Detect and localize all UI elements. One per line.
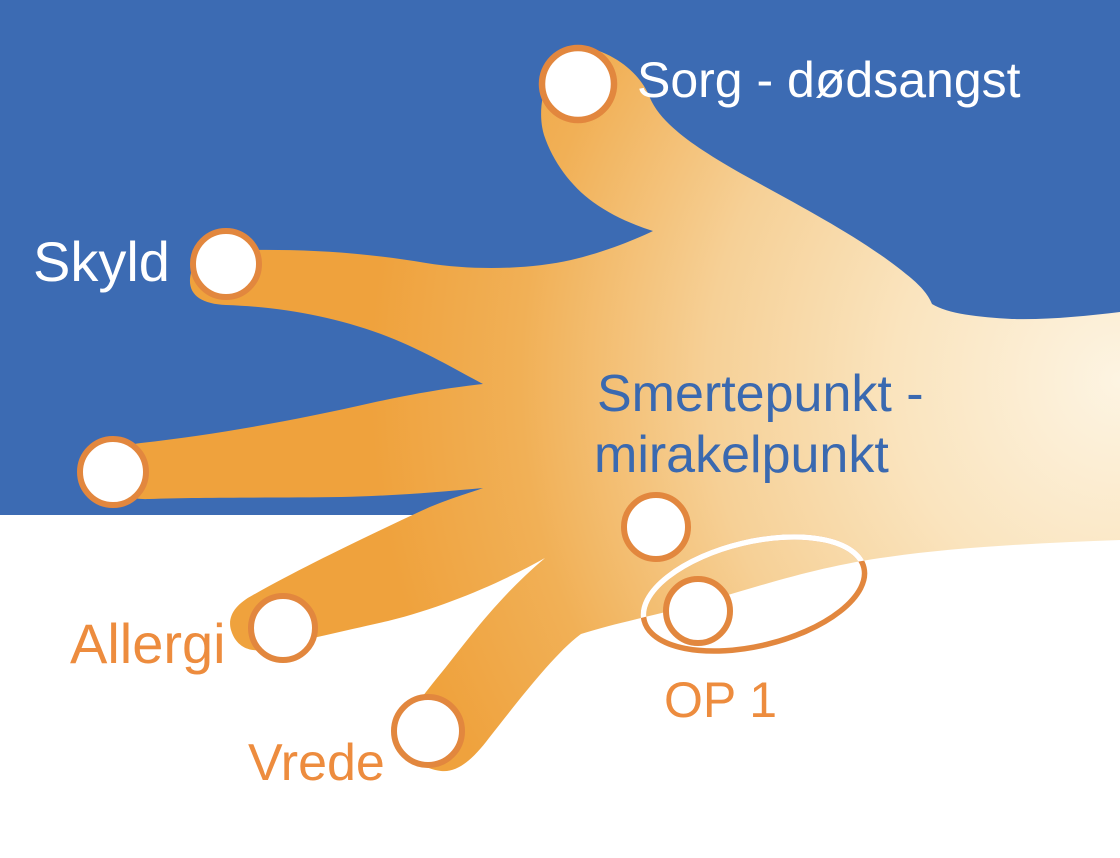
op1-point-circle [663, 576, 733, 646]
label-allergi: Allergi [70, 612, 226, 675]
vrede-point-circle [391, 694, 465, 768]
label-op1: OP 1 [664, 672, 777, 728]
label-sorg: Sorg - dødsangst [637, 52, 1021, 108]
skyld-point-circle [190, 228, 262, 300]
label-skyld: Skyld [33, 230, 170, 293]
ringfinger-point-circle [77, 436, 149, 508]
label-vrede: Vrede [248, 734, 385, 792]
sorg-point-circle [538, 44, 618, 124]
smertepunkt-point-circle [621, 492, 691, 562]
label-smertepunkt-line1: Smertepunkt - [597, 365, 924, 423]
label-smertepunkt-line2: mirakelpunkt [594, 426, 889, 484]
allergi-point-circle [248, 593, 318, 663]
hand-silhouette [101, 45, 1120, 772]
